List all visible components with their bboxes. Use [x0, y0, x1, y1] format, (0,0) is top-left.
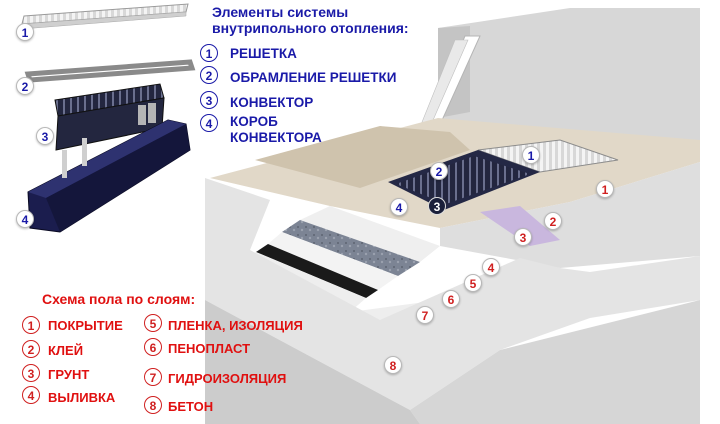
component-badge-3: 3 — [200, 91, 218, 109]
system-title-line1: Элементы системы — [212, 4, 349, 20]
floor-section — [205, 8, 700, 424]
scene-marker-box: 4 — [390, 198, 408, 216]
layer-badge-5: 5 — [144, 314, 162, 332]
component-label-4b: КОНВЕКТОРА — [230, 130, 322, 145]
scene-marker-layer-5: 5 — [464, 274, 482, 292]
component-label-3: КОНВЕКТОР — [230, 95, 314, 110]
layer-badge-3: 3 — [22, 364, 40, 382]
component-label-4a: КОРОБ — [230, 114, 278, 129]
exploded-components — [21, 3, 196, 233]
scene-marker-layer-6: 6 — [442, 290, 460, 308]
floor-layers-title: Схема пола по слоям: — [42, 291, 196, 307]
component-badge-4: 4 — [200, 114, 218, 132]
scene-marker-layer-8: 8 — [384, 356, 402, 374]
layer-badge-1: 1 — [22, 316, 40, 334]
layer-badge-2: 2 — [22, 340, 40, 358]
layer-label-1: ПОКРЫТИЕ — [48, 318, 123, 333]
layer-badge-7: 7 — [144, 368, 162, 386]
exploded-marker-1: 1 — [16, 23, 34, 41]
scene-marker-frame: 2 — [430, 162, 448, 180]
layer-label-5: ПЛЕНКА, ИЗОЛЯЦИЯ — [168, 318, 303, 333]
layer-badge-8: 8 — [144, 396, 162, 414]
layer-label-8: БЕТОН — [168, 399, 214, 414]
layer-label-4: ВЫЛИВКА — [48, 390, 116, 405]
layer-label-6: ПЕНОПЛАСТ — [168, 341, 251, 356]
component-label-2: ОБРАМЛЕНИЕ РЕШЕТКИ — [230, 70, 397, 85]
component-badge-1: 1 — [200, 44, 218, 62]
exploded-marker-4: 4 — [16, 210, 34, 228]
layer-badge-4: 4 — [22, 386, 40, 404]
scene-marker-layer-2: 2 — [544, 212, 562, 230]
layer-badge-6: 6 — [144, 338, 162, 356]
scene-marker-convector: 3 — [428, 197, 446, 215]
scene-marker-layer-1: 1 — [596, 180, 614, 198]
scene-marker-layer-3: 3 — [514, 228, 532, 246]
scene-marker-layer-4: 4 — [482, 258, 500, 276]
scene-marker-grille: 1 — [522, 146, 540, 164]
layer-label-2: КЛЕЙ — [48, 343, 84, 358]
component-label-1: РЕШЕТКА — [230, 46, 297, 61]
system-title-line2: внутрипольного отопления: — [212, 20, 409, 36]
layer-label-3: ГРУНТ — [48, 367, 90, 382]
exploded-marker-2: 2 — [16, 77, 34, 95]
exploded-marker-3: 3 — [36, 127, 54, 145]
component-badge-2: 2 — [200, 66, 218, 84]
layer-label-7: ГИДРОИЗОЛЯЦИЯ — [168, 371, 287, 386]
grille-frame-part — [24, 59, 196, 83]
scene-marker-layer-7: 7 — [416, 306, 434, 324]
